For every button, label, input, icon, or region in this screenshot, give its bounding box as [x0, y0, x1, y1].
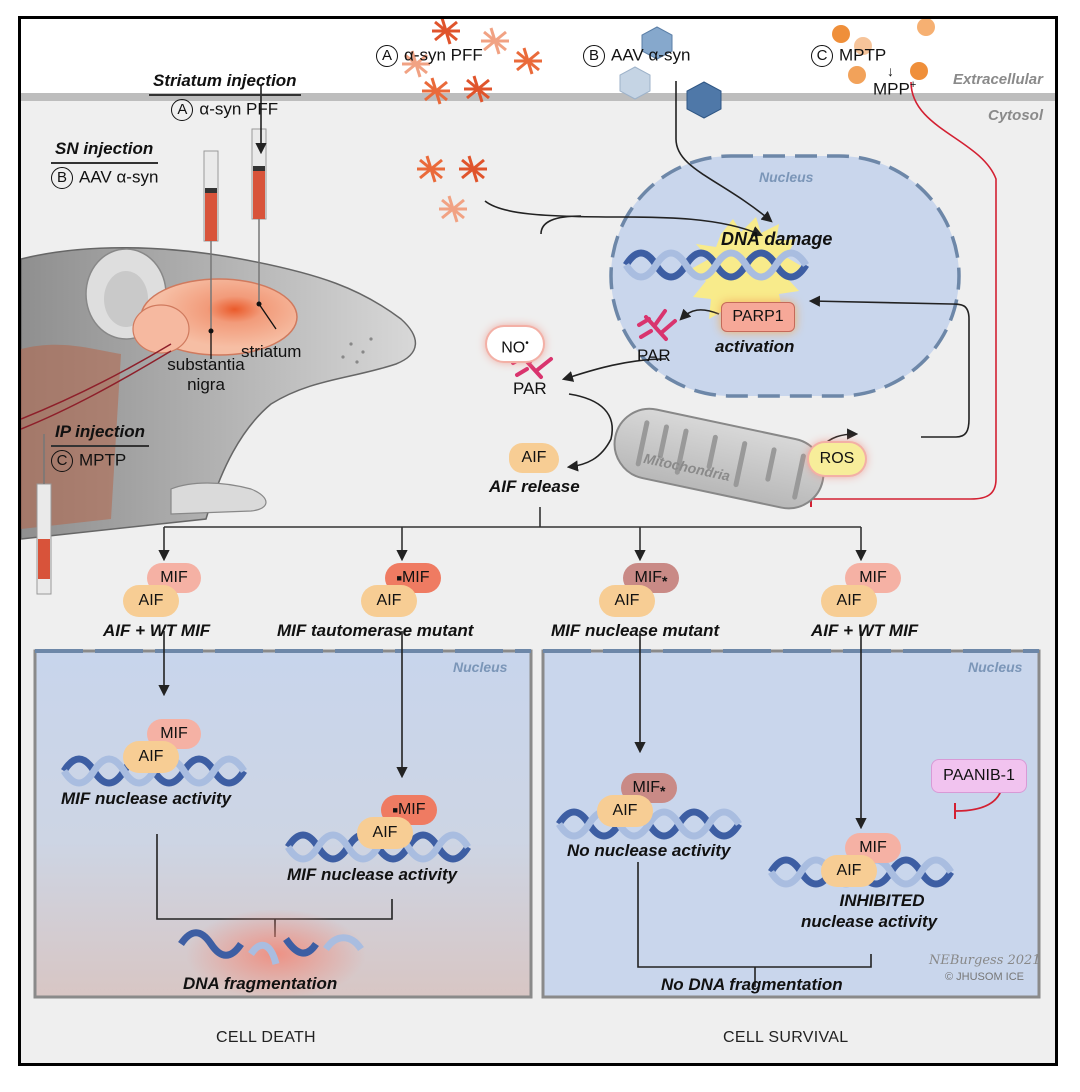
dna-fragmented — [178, 929, 364, 965]
branch-1-title: AIF + WT MIF — [103, 621, 211, 640]
striatum-injection-agent: α-syn PFF — [199, 99, 279, 119]
mif-protein-nuclease-mutant: MIF* — [621, 773, 677, 803]
dna-damage-label: DNA damage — [721, 229, 833, 249]
branch-1-complex: MIF AIF — [123, 563, 207, 619]
branch-3-title: MIF nuclease mutant — [551, 621, 720, 640]
mpp-label: MPP+ — [873, 79, 917, 99]
mif-protein-nuclease-mutant: MIF* — [623, 563, 679, 593]
death-complex-1: MIF AIF — [123, 719, 207, 775]
paanib-1-box: PAANIB-1 — [931, 759, 1027, 793]
sn-injection-agent: AAV α-syn — [79, 167, 159, 187]
top-nucleus-label: Nucleus — [759, 169, 814, 185]
mutation-asterisk-icon: * — [662, 573, 668, 590]
mutation-square-icon: ■ — [396, 573, 402, 583]
marker-a-icon: A — [171, 99, 194, 121]
death-activity-2: MIF nuclease activity — [287, 865, 458, 884]
arrow-aav — [675, 81, 773, 223]
aav-capsids — [619, 26, 722, 119]
survival-activity-2-line1: INHIBITED — [839, 891, 925, 910]
aif-protein: AIF — [361, 585, 417, 617]
par-inner-label: PAR — [637, 346, 671, 365]
substantia-nigra-label: substantia nigra — [167, 355, 245, 394]
survival-activity-1: No nuclease activity — [567, 841, 731, 860]
branch-2-complex: ■MIF AIF — [361, 563, 445, 619]
branch-4-complex: MIF AIF — [821, 563, 905, 619]
sn-injection-label: SN injection B AAV α-syn — [51, 139, 159, 189]
marker-c-icon: C — [51, 450, 73, 472]
mif-protein: MIF — [147, 563, 201, 593]
mutation-asterisk-icon: * — [660, 783, 666, 800]
marker-c-icon: C — [811, 45, 833, 67]
cytosol-label: Cytosol — [987, 107, 1043, 124]
striatum-injection-title: Striatum injection — [149, 71, 301, 96]
ip-injection-title: IP injection — [51, 422, 150, 447]
diagram-canvas — [21, 19, 1055, 1063]
cell-death-label: CELL DEATH — [216, 1029, 316, 1046]
marker-a-icon: A — [376, 45, 398, 67]
ros-bubble: ROS — [809, 443, 865, 475]
nitric-oxide-bubble: NO• — [487, 327, 543, 361]
branch-2-title: MIF tautomerase mutant — [277, 621, 474, 640]
arrow-ros-to-dna — [808, 295, 970, 438]
artist-signature: NEBurgess 2021 — [929, 953, 1041, 968]
survival-nucleus-label: Nucleus — [968, 659, 1023, 675]
extracellular-region — [21, 19, 1055, 99]
aif-protein: AIF — [599, 585, 655, 617]
aif-protein: AIF — [123, 741, 179, 773]
death-nucleus-label: Nucleus — [453, 659, 508, 675]
cell-membrane — [21, 93, 1055, 101]
arrow-parp-to-par — [679, 308, 720, 321]
mpp-arrow-icon: ↓ — [887, 63, 894, 79]
ip-injection-agent: MPTP — [79, 450, 127, 470]
aif-protein: AIF — [357, 817, 413, 849]
ip-injection-label: IP injection C MPTP — [51, 422, 150, 472]
striatum-label: striatum — [241, 342, 302, 361]
survival-complex-1: MIF* AIF — [597, 773, 681, 829]
survival-activity-2-line2: nuclease activity — [801, 912, 938, 931]
arrow-to-dna-damage — [484, 200, 764, 237]
mptp-particles — [832, 19, 935, 84]
branch-3-complex: MIF* AIF — [599, 563, 683, 619]
arrow-no-merge — [540, 215, 582, 235]
parp1-box: PARP1 — [721, 302, 795, 332]
sn-injection-title: SN injection — [51, 139, 159, 164]
copyright-credit: © JHUSOM ICE — [945, 971, 1024, 983]
branch-4-title: AIF + WT MIF — [811, 621, 919, 640]
par-glyph-inner — [637, 309, 677, 341]
arrow-par-to-aif — [566, 393, 613, 472]
mutation-square-icon: ■ — [392, 805, 398, 815]
death-activity-1: MIF nuclease activity — [61, 789, 232, 808]
death-complex-2: ■MIF AIF — [357, 795, 441, 851]
survival-complex-2: MIF AIF — [821, 833, 905, 889]
syringe-sn — [203, 150, 219, 331]
syringe-ip — [36, 434, 52, 595]
aif-release-label: AIF release — [489, 477, 580, 496]
extracellular-label: Extracellular — [952, 71, 1043, 88]
aif-protein: AIF — [821, 585, 877, 617]
aif-released: AIF — [509, 443, 559, 473]
aif-protein: AIF — [821, 855, 877, 887]
arrow-par-out — [561, 358, 667, 382]
inhibit-line-mpp — [811, 81, 997, 500]
aif-protein: AIF — [597, 795, 653, 827]
marker-b-icon: B — [583, 45, 605, 67]
cell-survival-label: CELL SURVIVAL — [723, 1029, 849, 1046]
mitochondria-organelle — [613, 407, 825, 510]
mouse-illustration — [21, 128, 417, 595]
aif-protein: AIF — [123, 585, 179, 617]
activation-label: activation — [715, 337, 795, 356]
mouse-flank-tissue — [21, 344, 121, 529]
dna-fragmentation-label: DNA fragmentation — [183, 974, 338, 993]
no-dna-fragmentation-label: No DNA fragmentation — [661, 975, 843, 994]
marker-b-icon: B — [51, 167, 73, 189]
par-outer-label: PAR — [513, 379, 547, 398]
mouse-paw — [170, 482, 267, 515]
